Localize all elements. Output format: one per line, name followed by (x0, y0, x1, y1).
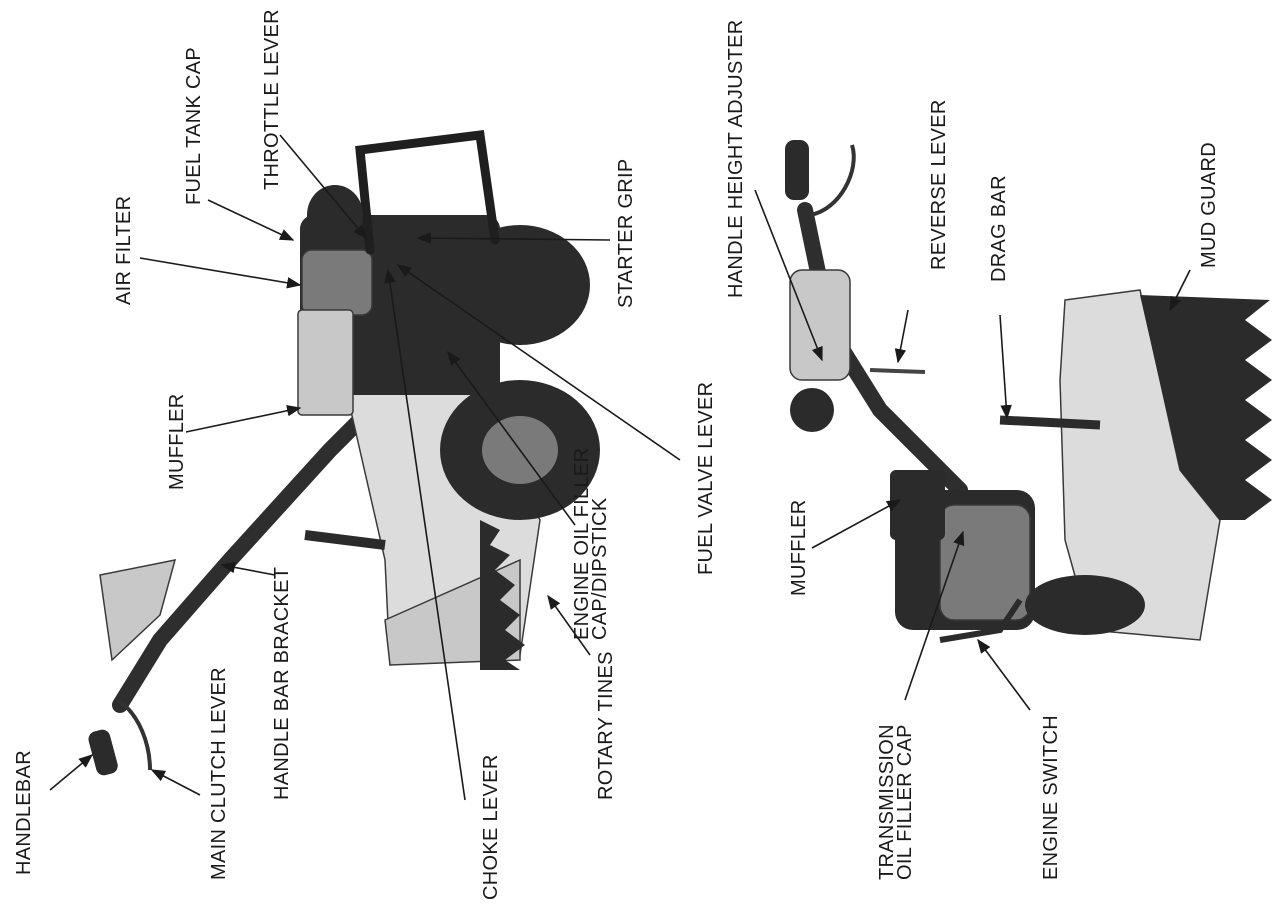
leader-fuel-tank-cap (208, 200, 293, 240)
leader-drag-bar (1000, 315, 1007, 418)
label-handlebar: HANDLEBAR (13, 750, 35, 875)
label-starter-grip: STARTER GRIP (615, 158, 637, 308)
label-mud-guard: MUD GUARD (1198, 142, 1220, 268)
left-handlebar-grip (87, 728, 120, 777)
label-engine-switch: ENGINE SWITCH (1040, 715, 1062, 880)
right-wheel (1025, 575, 1145, 635)
right-drag-bar (1000, 420, 1100, 425)
leader-main-clutch-lever (152, 770, 200, 795)
leader-left-muffler (186, 408, 300, 432)
right-adjuster-knob (790, 388, 834, 432)
left-air-filter (302, 250, 372, 315)
right-clutch-lever (810, 145, 854, 215)
leader-right-muffler (812, 500, 900, 548)
right-handlebar-grip (785, 140, 809, 200)
right-handle-height-adjuster (790, 270, 850, 380)
left-muffler (298, 310, 353, 415)
label-transmission-oil-line2: OIL FILLER CAP (894, 724, 916, 880)
leader-engine-switch (978, 640, 1030, 710)
left-drag-bar (305, 535, 385, 545)
label-reverse-lever: REVERSE LEVER (928, 99, 950, 270)
label-drag-bar: DRAG BAR (988, 175, 1010, 282)
leader-handlebar (50, 755, 92, 790)
left-tiller-illustration (87, 135, 600, 777)
right-muffler (890, 470, 945, 540)
leader-air-filter (140, 258, 300, 285)
label-air-filter: AIR FILTER (113, 196, 135, 305)
label-handle-bar-bracket: HANDLE BAR BRACKET (271, 567, 293, 800)
label-choke-lever: CHOKE LEVER (480, 754, 502, 900)
label-fuel-valve-lever: FUEL VALVE LEVER (695, 382, 717, 575)
label-main-clutch-lever: MAIN CLUTCH LEVER (208, 667, 230, 880)
label-engine-oil-filler-line2: CAP/DIPSTICK (589, 497, 611, 640)
label-handle-height-adjuster: HANDLE HEIGHT ADJUSTER (725, 19, 747, 298)
left-fuel-tank (307, 185, 363, 245)
label-rotary-tines: ROTARY TINES (595, 651, 617, 800)
label-fuel-tank-cap: FUEL TANK CAP (183, 47, 205, 205)
left-handle-tube (120, 420, 360, 705)
leader-reverse-lever (898, 310, 908, 362)
label-left-muffler: MUFFLER (166, 393, 188, 490)
label-throttle-lever: THROTTLE LEVER (261, 9, 283, 190)
right-reverse-lever (870, 370, 925, 372)
label-right-muffler: MUFFLER (788, 499, 810, 596)
